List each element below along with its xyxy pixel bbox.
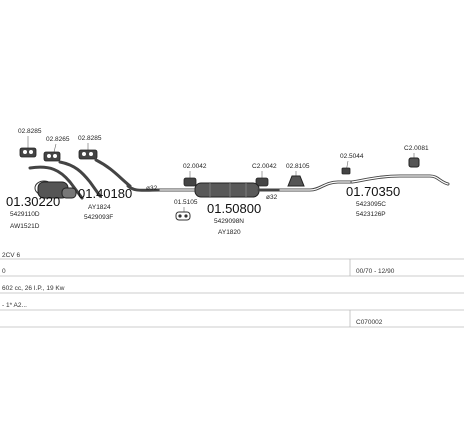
table-cell-catalog-code: C070002 — [356, 319, 383, 326]
middle-silencer — [194, 182, 260, 198]
front-pipe — [58, 160, 102, 198]
part-number-p3: 01.50800 — [207, 201, 261, 216]
front-pipe-assembly — [28, 158, 132, 200]
leader-line — [53, 143, 57, 153]
table-cell-model: 2CV 6 — [2, 252, 20, 259]
tail-connecting-pipe-inner — [279, 181, 353, 191]
part-ref-p3-2: AY1820 — [218, 229, 241, 236]
part-ref-p1-1: 5429110D — [10, 211, 40, 218]
part-ref-p1-2: AW1521D — [10, 223, 40, 230]
part-number-p2: 01.40180 — [78, 186, 132, 201]
part-ref-p2-1: AY1824 — [88, 204, 111, 211]
pipe-diameter-d1: ø32 — [146, 185, 158, 192]
bolt-icon — [89, 152, 93, 156]
bolt-icon — [178, 214, 182, 218]
rear-silencer-group: 02.5044 C2.0081 — [340, 145, 450, 186]
part-label-s6: 02.8105 — [286, 163, 310, 170]
part-number-p4: 01.70350 — [346, 184, 400, 199]
bolt-icon — [23, 150, 27, 154]
part-label-s7: 01.5105 — [174, 199, 198, 206]
clamp-icon — [183, 177, 197, 187]
clamp-icon — [78, 149, 98, 160]
vehicle-info-table: 2CV 6 0 00/70 - 12/90 602 cc, 26 I.P., 1… — [0, 252, 464, 328]
hanger-icon — [408, 157, 420, 168]
rubber-hanger-group: 02.8105 — [286, 163, 310, 187]
part-ref-p3-1: 5429098N — [214, 218, 244, 225]
part-label-s8: 02.5044 — [340, 153, 364, 160]
bolt-icon — [184, 214, 188, 218]
clamp-group-left: 02.8285 02.8265 02.8285 — [18, 128, 102, 162]
clamp-icon — [43, 151, 61, 162]
connecting-pipe — [126, 184, 162, 192]
part-number-p1: 01.30220 — [6, 194, 60, 209]
front-pipe — [28, 165, 84, 200]
rubber-hanger-icon — [287, 175, 305, 187]
bolt-icon — [47, 154, 51, 158]
clamp-icon — [341, 167, 351, 175]
part-ref-p4-2: 5423126P — [356, 211, 386, 218]
middle-silencer-group: 02.0042 C2.0042 01.5105 — [158, 163, 282, 221]
part-label-s4: 02.0042 — [183, 163, 207, 170]
bolt-icon — [82, 152, 86, 156]
hanger-icon — [175, 211, 191, 221]
bolt-icon — [53, 154, 57, 158]
rear-silencer-inner — [351, 175, 449, 185]
part-ref-p2-2: 5429093F — [84, 214, 113, 221]
table-cell-date-range: 00/70 - 12/90 — [356, 268, 395, 275]
part-label-s9: C2.0081 — [404, 145, 429, 152]
part-label-s5: C2.0042 — [252, 163, 277, 170]
part-label-s3: 02.8285 — [78, 135, 102, 142]
table-cell-variant: - 1* A2... — [2, 302, 27, 309]
table-cell-engine: 602 cc, 26 I.P., 19 Kw — [2, 285, 65, 292]
part-label-s1: 02.8285 — [18, 128, 42, 135]
part-label-s2: 02.8265 — [46, 136, 70, 143]
table-cell-code: 0 — [2, 268, 6, 275]
bolt-icon — [29, 150, 33, 154]
part-ref-p4-1: 5423095C — [356, 201, 386, 208]
pipe-diameter-d2: ø32 — [266, 194, 278, 201]
clamp-icon — [19, 147, 37, 158]
heat-exchanger-body — [61, 187, 77, 199]
clamp-icon — [255, 177, 269, 187]
front-pipe — [94, 158, 132, 188]
